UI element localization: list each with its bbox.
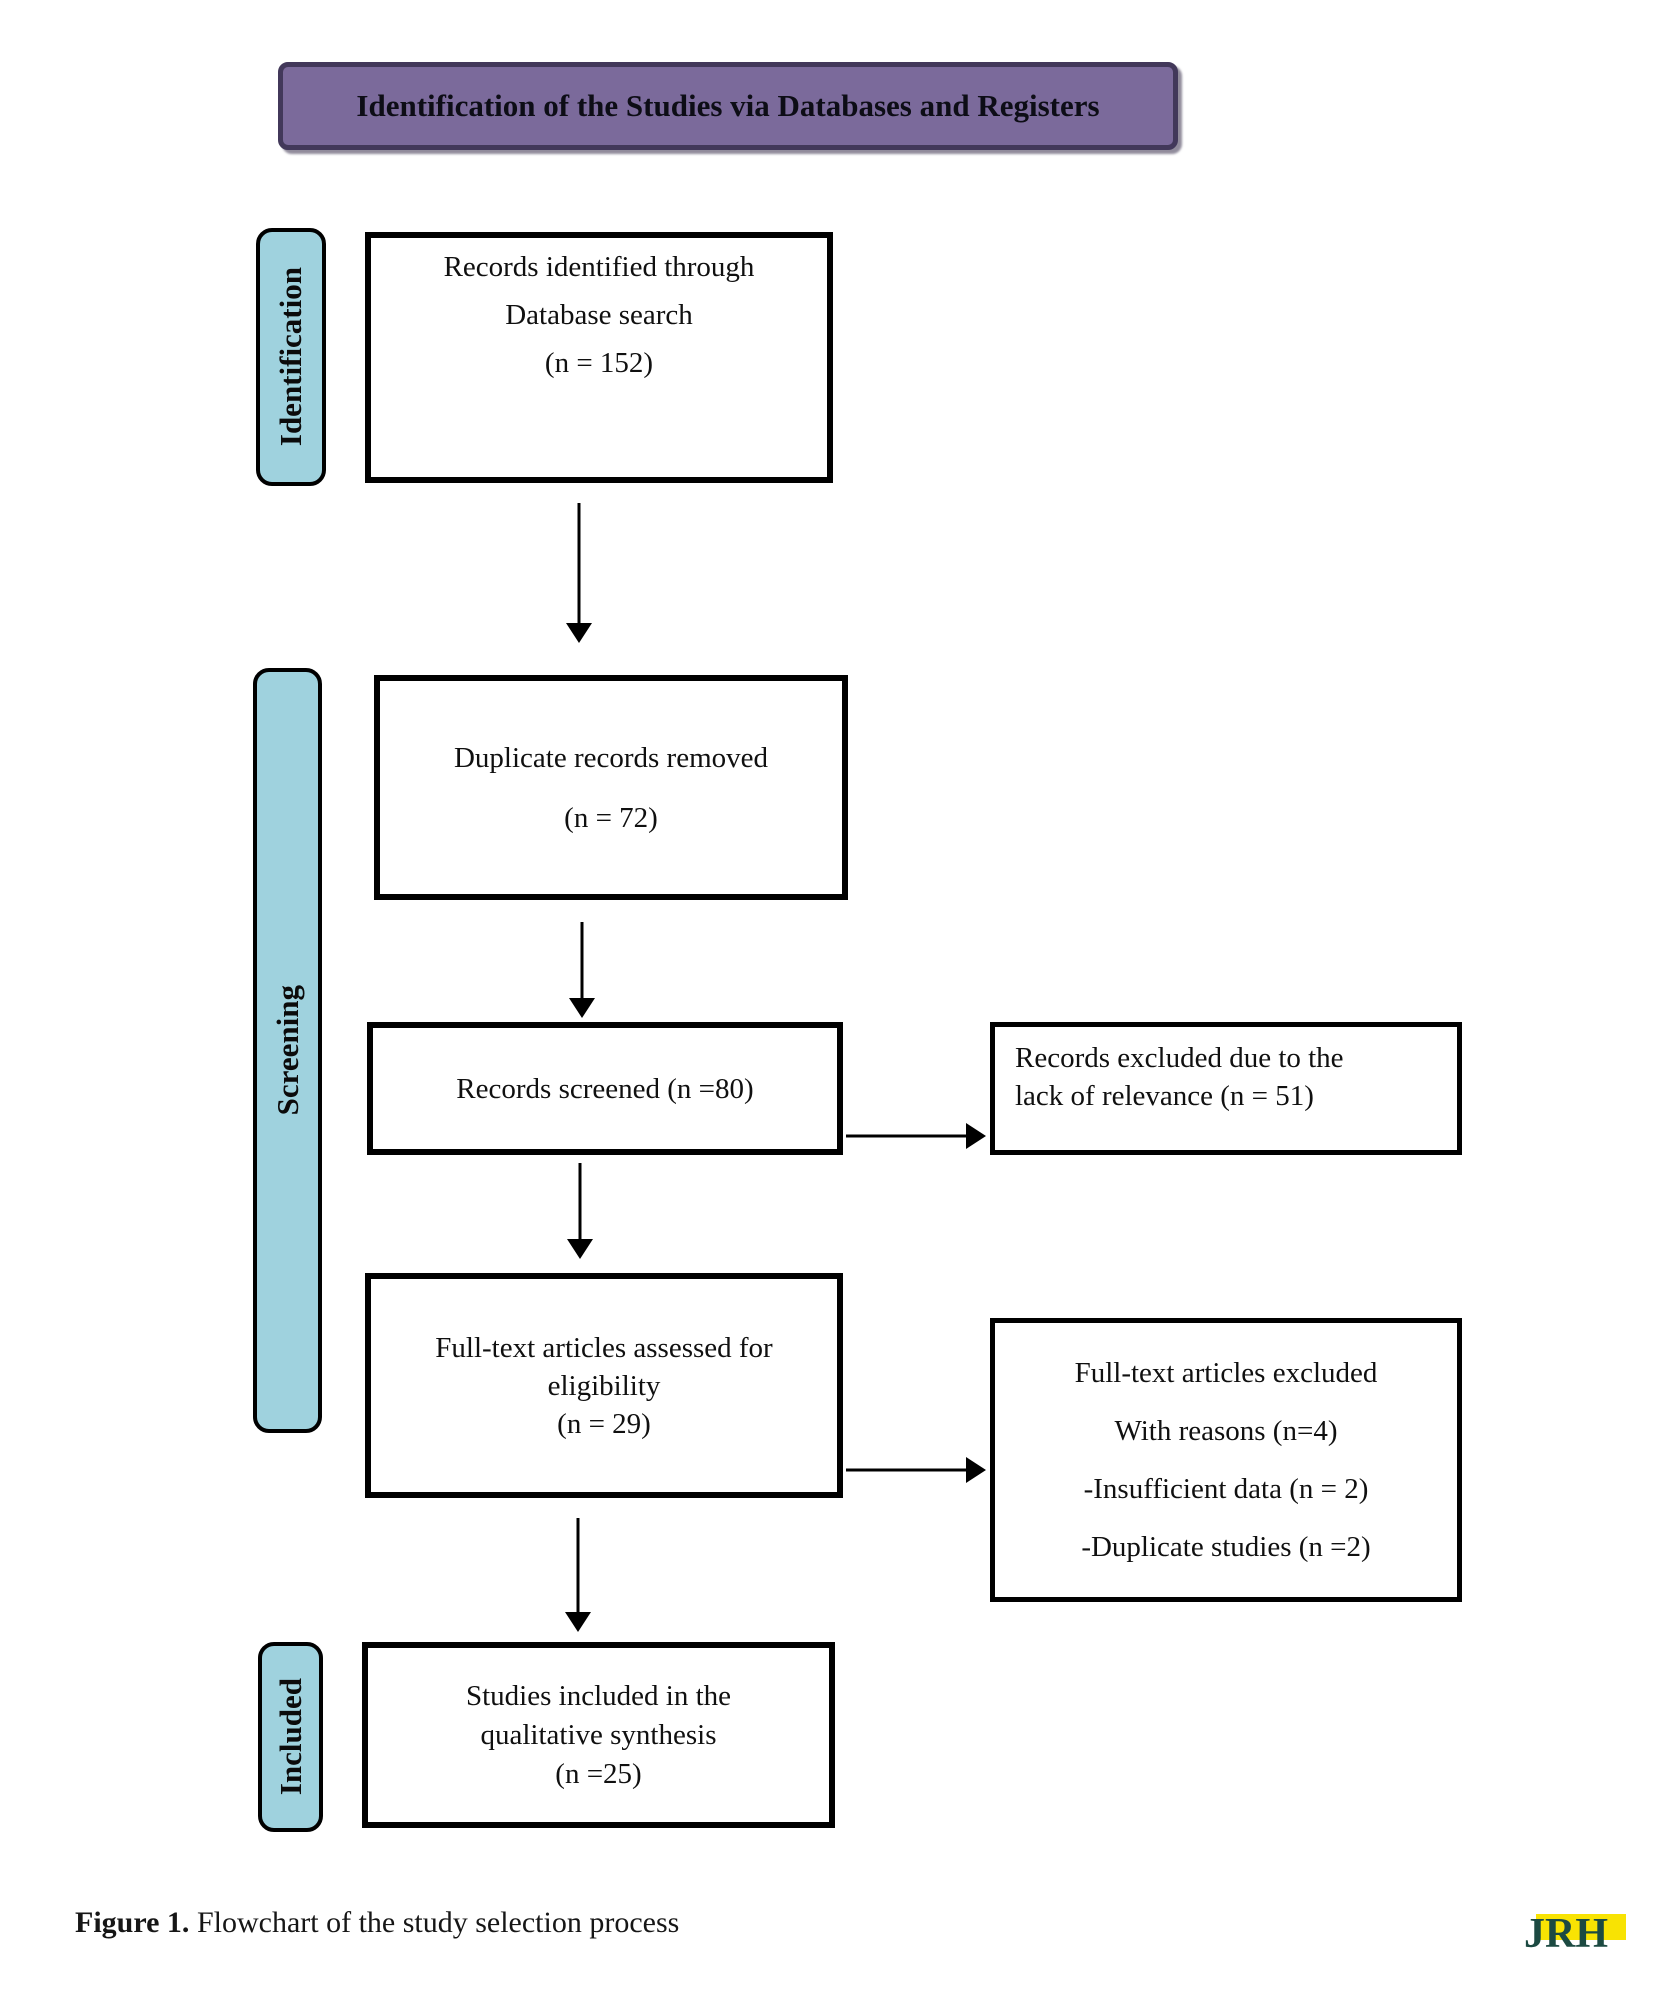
box-line: qualitative synthesis [480,1718,717,1751]
down-arrow [564,1518,592,1632]
flow-box-records-identified: Records identified through Database sear… [365,232,833,483]
flow-box-studies-included: Studies included in the qualitative synt… [362,1642,835,1828]
flow-box-fulltext-assessed: Full-text articles assessed for eligibil… [365,1273,843,1498]
arrow-head [567,1239,593,1259]
box-line: Full-text articles excluded [1074,1357,1378,1389]
arrow-head [566,623,592,643]
arrow-head [565,1612,591,1632]
box-line: Full-text articles assessed for [435,1331,773,1364]
logo-highlight-block [1536,1914,1626,1940]
arrow-head [966,1457,986,1483]
box-line: Studies included in the [466,1679,731,1712]
arrow-shaft [580,922,584,1000]
stage-label-included: Included [258,1642,323,1832]
right-arrow [846,1456,986,1484]
arrow-shaft [577,503,581,625]
box-line: With reasons (n=4) [1114,1415,1338,1447]
box-line: Database search [505,299,693,331]
box-line: (n = 152) [544,347,654,379]
down-arrow [565,503,593,643]
box-line: -Duplicate studies (n =2) [1081,1531,1371,1563]
box-line: Records screened (n =80) [456,1072,754,1105]
arrow-shaft [576,1518,580,1614]
box-line: Records excluded due to the [1015,1042,1344,1074]
figure-caption-label: Figure 1. [75,1906,190,1939]
figure-caption-text: Flowchart of the study selection process [189,1906,680,1939]
box-line: Duplicate records removed [453,741,769,774]
flowchart-title: Identification of the Studies via Databa… [356,88,1100,123]
stage-label-text: Screening [269,985,305,1116]
exclusion-box-fulltext-excluded: Full-text articles excluded With reasons… [990,1318,1462,1602]
stage-label-screening: Screening [253,668,322,1433]
arrow-shaft [846,1134,968,1138]
box-line: (n =25) [555,1757,642,1790]
figure-caption: Figure 1. Flowchart of the study selecti… [75,1906,679,1940]
stage-label-identification: Identification [256,228,326,486]
exclusion-box-lack-of-relevance: Records excluded due to the lack of rele… [990,1022,1462,1155]
flowchart-title-banner: Identification of the Studies via Databa… [278,62,1178,150]
box-line: lack of relevance (n = 51) [1015,1080,1314,1112]
right-arrow [846,1122,986,1150]
box-line: eligibility [547,1369,661,1402]
stage-label-text: Identification [273,267,308,447]
flow-box-duplicates-removed: Duplicate records removed (n = 72) [374,675,848,900]
box-line: Records identified through [443,251,755,283]
arrow-shaft [578,1163,582,1241]
arrow-head [966,1123,986,1149]
stage-label-text: Included [272,1678,308,1796]
box-line: -Insufficient data (n = 2) [1083,1473,1369,1505]
down-arrow [568,922,596,1018]
box-line: (n = 72) [564,801,658,834]
box-line: (n = 29) [557,1407,651,1440]
arrow-shaft [846,1468,968,1472]
flow-box-records-screened: Records screened (n =80) [367,1022,843,1155]
arrow-head [569,998,595,1018]
journal-logo: JRH [1524,1913,1654,1975]
logo-text: JRH [1524,1911,1608,1957]
down-arrow [566,1163,594,1259]
